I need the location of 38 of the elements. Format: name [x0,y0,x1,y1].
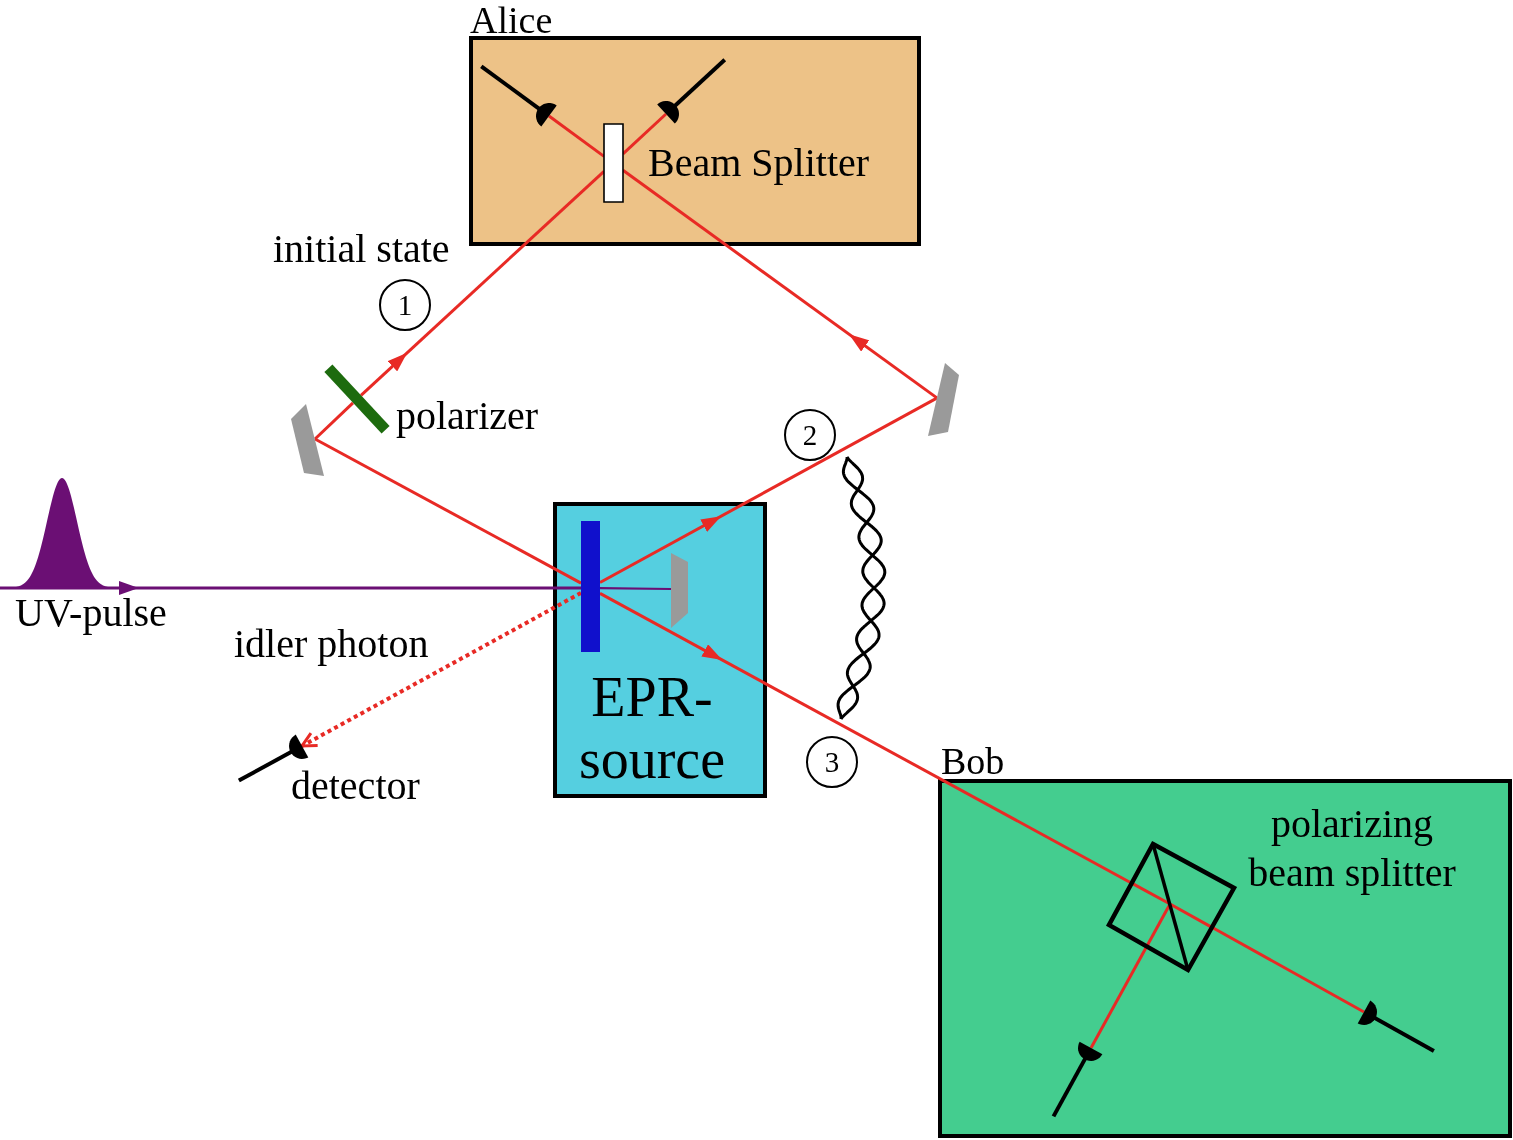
source-box [553,502,767,798]
component-label: polarizing beam splitter [1247,800,1457,897]
box-label: EPR-source [578,666,726,790]
component-label: initial state [273,229,450,269]
light-beam [599,396,938,584]
component-label: detector [291,766,420,806]
light-beam [600,587,671,591]
light-beam [1211,926,1365,1014]
beam-splitter-cube-icon [1105,840,1238,974]
crystal-bar [580,520,601,653]
beam-splitter-plate [603,123,624,203]
light-beam [622,112,667,155]
pulse-waveform [0,476,108,590]
light-beam [548,114,605,158]
light-beam [599,592,1133,885]
detector-icon [1355,998,1437,1054]
light-beam [622,169,938,400]
callout-number: 3 [806,736,858,788]
callout-number: 1 [379,279,431,331]
mirror-icon [927,362,960,437]
callout-number: 2 [784,409,836,461]
panel-title: Alice [470,0,553,40]
component-label: UV-pulse [15,593,167,633]
dotted-arrow [300,591,582,748]
light-beam [313,401,355,441]
component-label: polarizer [396,396,539,436]
light-beam [314,437,582,585]
mirror-icon [670,552,689,629]
panel-title: Bob [941,741,1005,781]
mirror-icon [290,403,325,477]
polarizer-icon [323,363,391,435]
edge-label: idler photon [234,624,429,664]
light-beam [360,170,605,397]
light-beam [1089,945,1148,1049]
detector-icon [478,63,560,129]
light-beam [108,581,581,595]
detector-icon [1050,1039,1105,1119]
component-label: Beam Splitter [648,143,870,183]
